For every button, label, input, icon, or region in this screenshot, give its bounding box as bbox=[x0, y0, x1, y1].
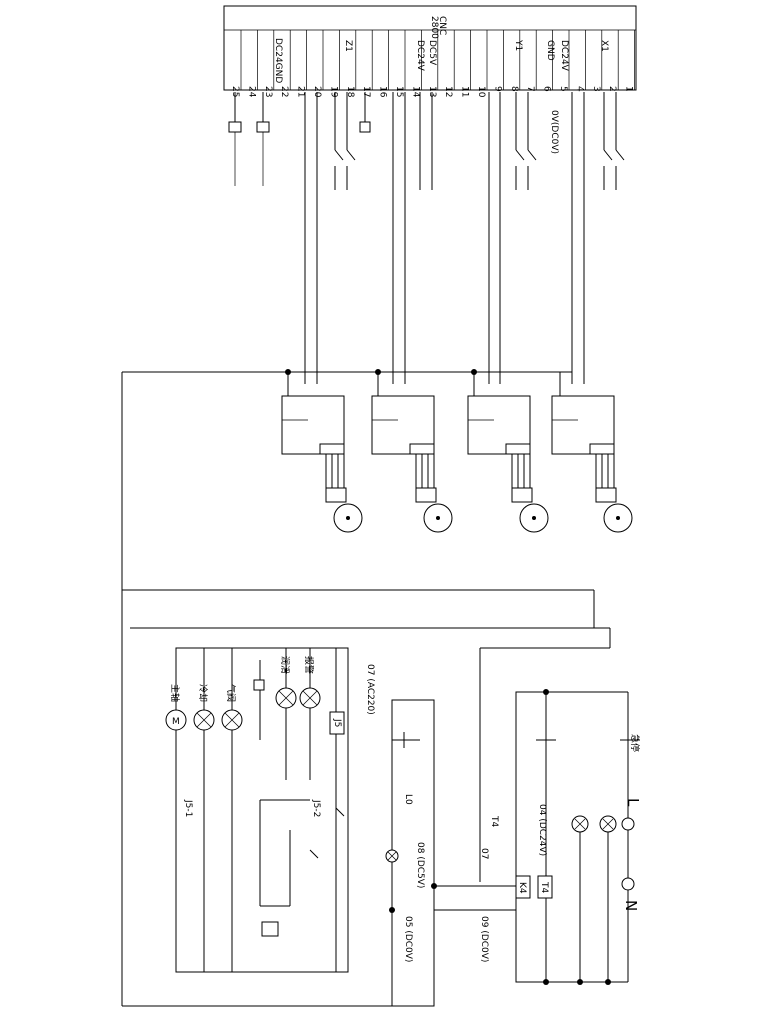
o9-label: 09 (DC0V) bbox=[479, 916, 489, 962]
label-L: L bbox=[624, 798, 642, 807]
pin-number: 25 bbox=[230, 86, 240, 97]
pin-number: 12 bbox=[443, 86, 453, 97]
o7-label: 07 bbox=[479, 848, 489, 859]
pin-number: 13 bbox=[427, 86, 437, 97]
ac-power-section: K4 T4 04 (DC24V) L N 09 (DC0V) 07 T4 急停 bbox=[479, 689, 642, 985]
pin-number: 9 bbox=[492, 86, 502, 92]
driver-bus bbox=[122, 369, 572, 396]
pin-label-x1: X1 bbox=[599, 40, 609, 52]
stepper-driver-4 bbox=[551, 395, 633, 533]
pin-number: 7 bbox=[525, 86, 535, 92]
pin-label-dc24v-2: DC24V bbox=[559, 40, 569, 72]
pin-label-z1: Z1 bbox=[343, 40, 353, 52]
driver-return-bus bbox=[121, 372, 611, 1007]
lamp-3 bbox=[221, 709, 243, 731]
pin-number: 10 bbox=[476, 86, 486, 98]
cnc-title: CNC bbox=[437, 16, 447, 35]
o5-label: 05 (DC0V) bbox=[403, 916, 413, 962]
output-label-2: 气阀 bbox=[225, 684, 237, 702]
output-label-3: 润滑 bbox=[279, 656, 291, 674]
pin-number: 1 bbox=[624, 86, 634, 92]
pin-number: 15 bbox=[394, 86, 404, 97]
l0-label: L0 bbox=[403, 794, 413, 805]
lamp-motor: M bbox=[165, 709, 187, 731]
relay-label: 04 (DC24V) bbox=[537, 804, 547, 856]
motor-label: M bbox=[172, 717, 180, 727]
pin-number: 3 bbox=[591, 86, 601, 92]
pin-number: 8 bbox=[509, 86, 519, 92]
pin-number: 17 bbox=[361, 86, 371, 97]
stepper-driver-3 bbox=[467, 395, 549, 533]
pin-number: 2 bbox=[607, 86, 617, 92]
lamp-5 bbox=[299, 687, 321, 709]
drivers bbox=[281, 395, 633, 533]
pin-number: 4 bbox=[574, 86, 584, 92]
label-N: N bbox=[622, 900, 640, 911]
t4-label: T4 bbox=[539, 881, 549, 893]
limit-switches bbox=[228, 92, 625, 190]
indicator-label: 急停 bbox=[629, 734, 641, 752]
pin-label-dc5v: DC5V bbox=[427, 40, 437, 66]
lamp-2 bbox=[193, 709, 215, 731]
pin-number: 6 bbox=[542, 86, 552, 92]
j5-1-label: J5-1 bbox=[183, 799, 193, 817]
pin-number: 5 bbox=[558, 86, 568, 92]
output-label-1: 冷却 bbox=[197, 684, 209, 702]
pin-number: 14 bbox=[410, 86, 420, 98]
k4-label: K4 bbox=[517, 882, 527, 894]
annot-dc0v: 0V(DC0V) bbox=[549, 110, 559, 154]
stepper-driver-1 bbox=[281, 395, 363, 533]
j5-2-label: J5-2 bbox=[311, 799, 321, 817]
pin-label-dc24gnd: DC24GND bbox=[273, 38, 283, 83]
pin-label-y1: Y1 bbox=[513, 39, 523, 51]
stepper-driver-2 bbox=[371, 395, 453, 533]
pin-number: 19 bbox=[328, 86, 338, 98]
pin-label-dc24v: DC24V bbox=[415, 40, 425, 72]
j5-label: J5 bbox=[332, 718, 342, 727]
t4-left-label: T4 bbox=[489, 815, 499, 827]
pin-number: 16 bbox=[378, 86, 388, 98]
pin-number: 21 bbox=[296, 86, 306, 97]
pin-label-gnd: GND bbox=[545, 40, 555, 61]
pin-number: 22 bbox=[279, 86, 289, 97]
output-label-4: 报警 bbox=[303, 656, 315, 674]
cnc-model: 2800 bbox=[429, 16, 439, 39]
lamp-4 bbox=[275, 687, 297, 709]
dc-power-box: 07 (AC220) L0 08 (DC5V) 05 (DC0V) bbox=[365, 664, 516, 1007]
pin-number: 24 bbox=[246, 86, 256, 98]
signal-wires bbox=[304, 92, 585, 384]
pin-number: 18 bbox=[345, 86, 355, 98]
output-section: M J5 主轴 冷却 气阀 润滑 报警 J5-1 J5-2 bbox=[165, 647, 349, 973]
pin-number: 23 bbox=[263, 86, 273, 97]
o8-label: 08 (DC5V) bbox=[415, 842, 425, 888]
output-label-0: 主轴 bbox=[169, 684, 181, 702]
pin-number: 11 bbox=[460, 86, 470, 97]
ac220-label: 07 (AC220) bbox=[365, 664, 375, 715]
pin-number: 20 bbox=[312, 86, 322, 98]
